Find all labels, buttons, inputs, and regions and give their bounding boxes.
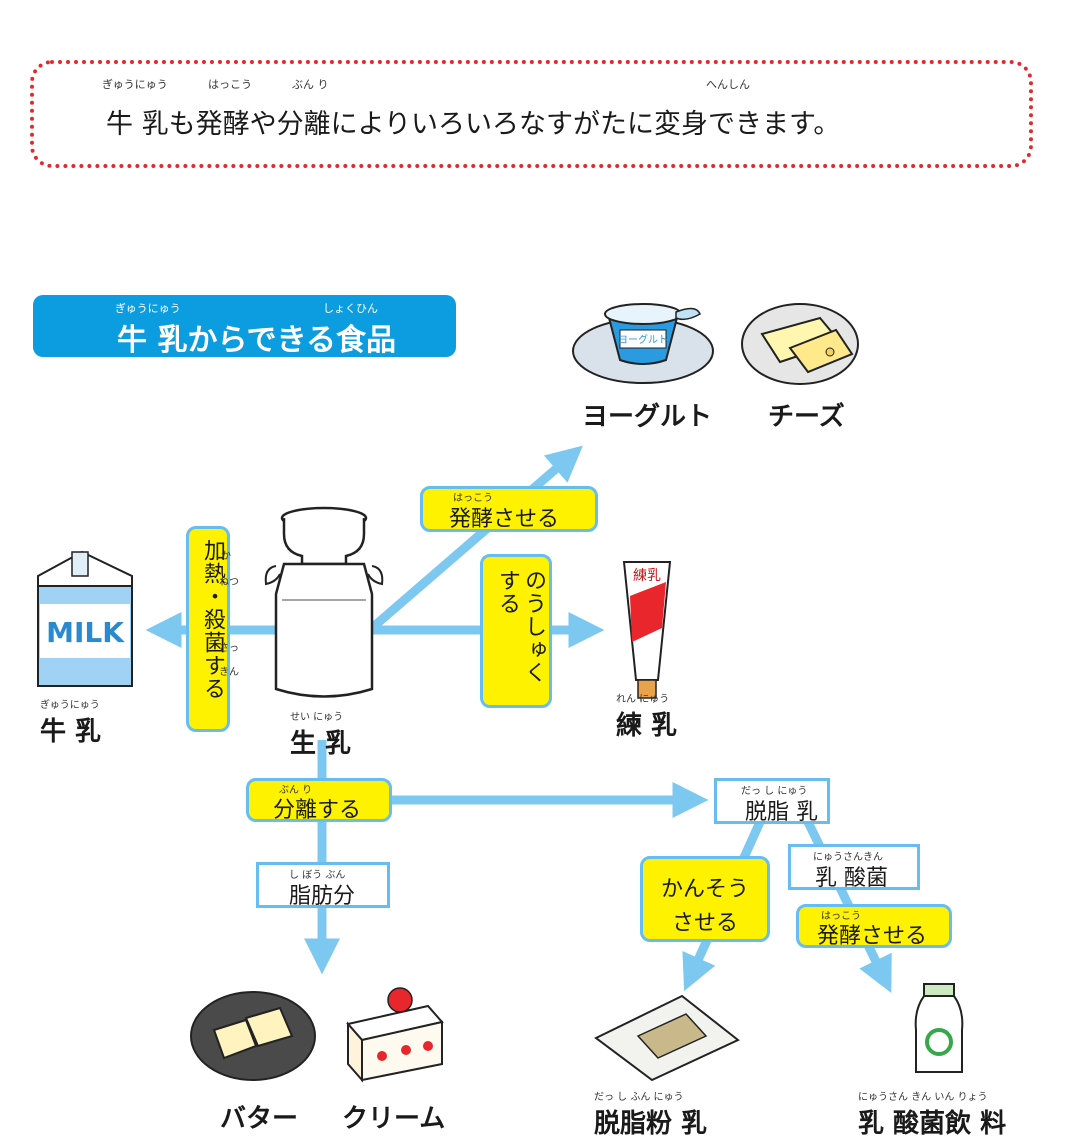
section-banner: ぎゅうにゅう しょくひん 牛 乳からできる食品 (33, 295, 456, 358)
banner-title: 牛 乳からできる食品 (117, 323, 396, 358)
skim-milk-label: 脱脂 乳 (745, 800, 818, 825)
butter-label: バター (220, 1104, 299, 1134)
condensed-ruby: れん にゅう (616, 694, 670, 705)
milk-ruby: ぎゅうにゅう (40, 700, 100, 711)
process-heat-sterilize: 加熱・殺菌する か ねつ さっ きん (186, 526, 239, 732)
arrow-to-yogurt (369, 445, 583, 632)
milk-label: ぎゅうにゅう 牛 乳 (40, 696, 101, 748)
intro-box: ぎゅうにゅう はっこう ぶん り へんしん 牛 乳も発酵や分離によりいろいろなす… (30, 60, 1033, 168)
banner-ruby-gyunyu: ぎゅうにゅう (115, 302, 181, 315)
milk-carton-illustration: MILK (37, 550, 133, 687)
yogurt-label: ヨーグルト (582, 402, 713, 432)
cheese-label: チーズ (768, 402, 845, 432)
yogurt-cup-text: ヨーグルト (618, 333, 668, 346)
process-ferment-top: はっこう 発酵させる (420, 486, 598, 532)
skim-powder-illustration (594, 994, 740, 1082)
skim-powder-label: だっ し ふん にゅう 脱脂粉 乳 (594, 1088, 707, 1140)
condensed-label: れん にゅう 練 乳 (616, 690, 677, 742)
skim-milk-box: だっ し にゅう 脱脂 乳 (714, 778, 830, 825)
process-lactic-bacteria: にゅうさんきん 乳 酸菌 (788, 844, 920, 891)
process-ferment-bottom: はっこう 発酵させる (796, 904, 952, 949)
raw-milk-ruby: せい にゅう (290, 712, 344, 723)
condensed-tube-illustration: 練乳 (622, 561, 672, 699)
yogurt-illustration: ヨーグルト (572, 303, 714, 384)
process-condense: のうしゅく する (480, 554, 552, 708)
banner-ruby-shokuhin: しょくひん (323, 302, 378, 315)
milk-can-illustration (264, 506, 384, 698)
process-dry: かんそう させる (640, 856, 770, 942)
butter-illustration (190, 991, 316, 1081)
raw-milk-label: せい にゅう 生 乳 (290, 708, 351, 760)
tube-text: 練乳 (633, 568, 661, 584)
lactic-drink-illustration (914, 983, 964, 1073)
process-separate: ぶん り 分離する (246, 778, 392, 823)
lactic-drink-ruby: にゅうさん きん いん りょう (858, 1092, 988, 1103)
cream-label: クリーム (342, 1104, 446, 1134)
ruby-gyunyu: ぎゅうにゅう (102, 78, 168, 91)
lactic-drink-label: にゅうさん きん いん りょう 乳 酸菌飲 料 (858, 1088, 1006, 1140)
skim-milk-ruby: だっ し にゅう (741, 786, 808, 797)
ruby-henshin: へんしん (706, 78, 750, 91)
carton-text: MILK (46, 616, 125, 649)
ruby-bunri: ぶん り (292, 78, 329, 91)
skim-powder-ruby: だっ し ふん にゅう (594, 1092, 684, 1103)
process-fat: し ぼう ぶん 脂肪分 (256, 862, 390, 909)
cream-cake-illustration (346, 987, 444, 1083)
ferment-top-ruby: はっこう (453, 493, 493, 504)
ruby-hakko: はっこう (208, 78, 252, 91)
intro-text: 牛 乳も発酵や分離によりいろいろなすがたに変身できます。 (106, 109, 841, 140)
cheese-illustration (741, 303, 859, 385)
